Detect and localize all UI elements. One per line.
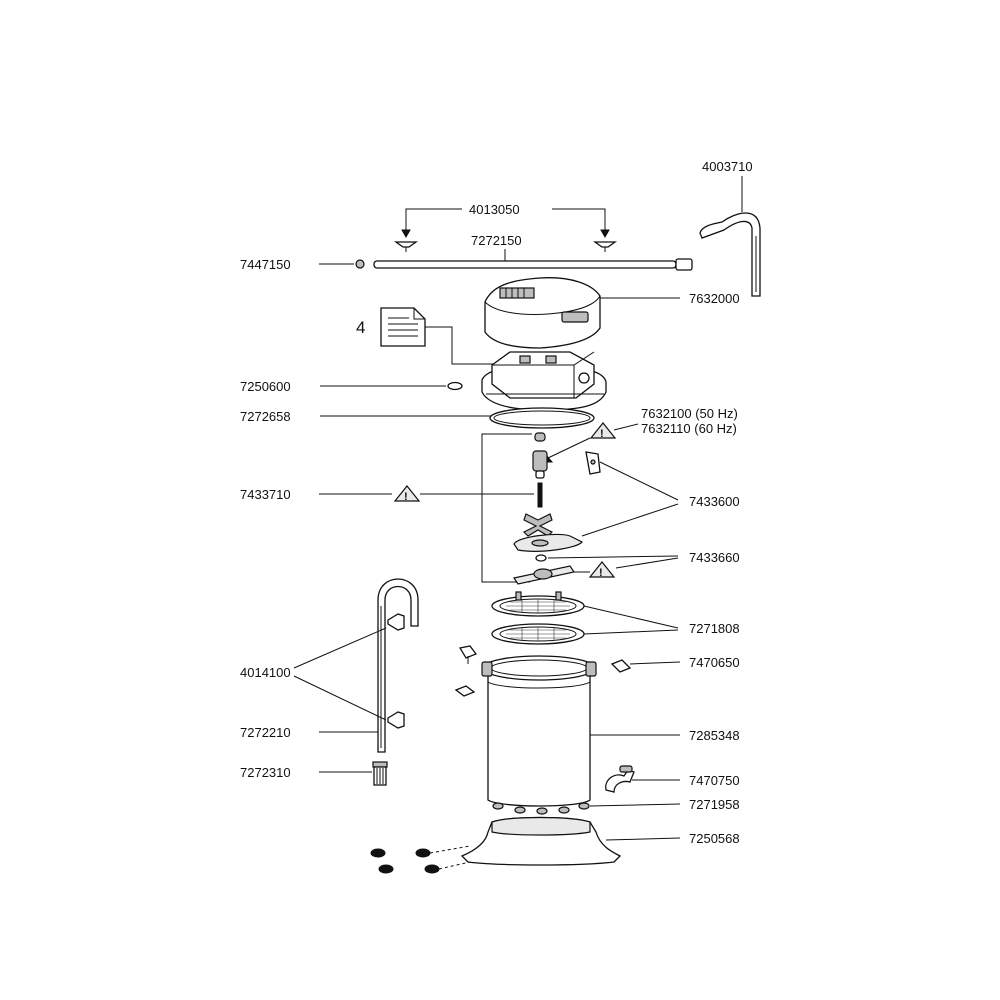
head-seal-ring <box>489 407 595 429</box>
warning-triangle-icon: ! <box>588 561 616 579</box>
leader-7271958 <box>589 803 681 807</box>
intake-suction-cup-lower <box>387 711 405 729</box>
leader-7250568 <box>605 837 681 841</box>
part-label-7272658: 7272658 <box>240 409 291 424</box>
leader-4014100-a <box>293 627 387 669</box>
leader-7470650 <box>629 661 681 665</box>
part-label-4003710: 4003710 <box>702 159 753 174</box>
part-label-7470650: 7470650 <box>689 655 740 670</box>
part-label-7285348: 7285348 <box>689 728 740 743</box>
motor-cover <box>484 277 601 349</box>
part-label-7632000: 7632000 <box>689 291 740 306</box>
spray-bar <box>355 258 693 271</box>
leader-7433600-a <box>599 461 679 501</box>
impeller-shaft <box>537 482 543 508</box>
part-label-7272150: 7272150 <box>471 233 522 248</box>
motor-head <box>481 351 607 411</box>
part-label-7470750: 7470750 <box>689 773 740 788</box>
canister-base <box>460 816 622 866</box>
part-label-7447150: 7447150 <box>240 257 291 272</box>
small-bearing <box>535 554 547 562</box>
intake-strainer <box>372 761 388 786</box>
filter-basket-lower <box>491 623 585 645</box>
leader-7433600-b <box>581 503 679 537</box>
leader-impeller-arrow <box>547 437 591 459</box>
suction-cup-clip-right <box>592 241 618 252</box>
clamp-right <box>610 659 632 673</box>
part-label-7272210: 7272210 <box>240 725 291 740</box>
clamp-left-lower <box>454 685 476 697</box>
document-reference-number: 4 <box>356 318 365 337</box>
part-label-7632100: 7632100 (50 Hz) <box>641 406 738 421</box>
part-label-7250568: 7250568 <box>689 831 740 846</box>
canister-body <box>481 655 597 807</box>
leader-7632100 <box>613 423 639 431</box>
part-label-4013050: 4013050 <box>469 202 520 217</box>
part-label-7271808: 7271808 <box>689 621 740 636</box>
leader-7433660-a <box>547 555 679 559</box>
svg-text:!: ! <box>599 567 603 579</box>
document-icon <box>380 307 426 347</box>
leader-document <box>425 326 500 365</box>
impeller-magnet <box>532 450 548 479</box>
impeller-cap <box>534 432 546 442</box>
part-label-7433710: 7433710 <box>240 487 291 502</box>
part-label-7271958: 7271958 <box>689 797 740 812</box>
canister-feet <box>492 802 590 815</box>
svg-text:!: ! <box>404 491 408 503</box>
cover-clip <box>585 451 601 475</box>
impeller-group-bracket <box>481 433 532 583</box>
hose-connector <box>605 765 635 793</box>
bracket-4013050 <box>401 208 610 239</box>
clamp-left-upper <box>458 645 478 664</box>
part-label-7433660: 7433660 <box>689 550 740 565</box>
leader-7271808-b <box>583 629 679 635</box>
part-label-7250600: 7250600 <box>240 379 291 394</box>
rubber-feet-pads <box>370 845 471 874</box>
outlet-pipe <box>699 212 761 297</box>
leader-4014100-b <box>293 675 387 721</box>
leader-7271808-a <box>583 605 679 629</box>
suction-cup-clip-left <box>393 241 419 252</box>
warning-triangle-icon: ! <box>589 422 617 440</box>
filter-basket-upper <box>491 591 585 617</box>
impeller-cover-plate <box>513 565 575 585</box>
svg-text:!: ! <box>600 428 604 440</box>
leader-7433660-b <box>615 557 679 569</box>
small-o-ring <box>447 381 463 391</box>
part-label-4014100: 4014100 <box>240 665 291 680</box>
part-label-7433600: 7433600 <box>689 494 740 509</box>
part-label-7632110: 7632110 (60 Hz) <box>641 421 737 436</box>
impeller-rotor <box>522 513 554 537</box>
bearing-plate <box>513 533 583 552</box>
intake-suction-cup-upper <box>387 613 405 631</box>
warning-triangle-icon: ! <box>393 485 421 503</box>
part-label-7272310: 7272310 <box>240 765 291 780</box>
